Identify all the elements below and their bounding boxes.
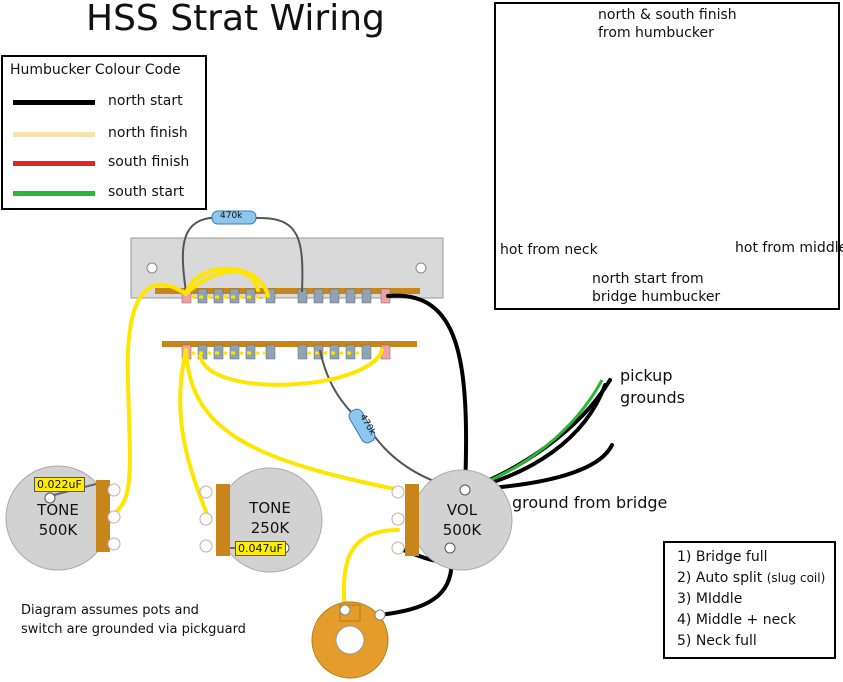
position-2-text: 2) Auto split [677,570,763,586]
inset-label-hot-neck: hot from neck [500,242,598,258]
ground-from-bridge-label: ground from bridge [512,493,668,512]
legend-swatch [13,191,95,196]
diagram-title: HSS Strat Wiring [86,0,385,39]
switch-positions-box: 1) Bridge full 2) Auto split (slug coil)… [663,541,836,659]
switch-mount-hole [146,262,158,274]
position-2-extra: (slug coil) [766,571,826,585]
position-1: 1) Bridge full [677,549,768,565]
switch-rail-bottom [162,341,417,347]
inset-label-finish: north & south finish from humbucker [598,7,737,41]
inset-label-north-start: north start from bridge humbucker [592,271,721,305]
switch-jumpers [191,295,362,355]
tone-pot-2-label: TONE 250K [238,498,302,538]
yellow-wires [110,266,402,612]
inset-box [494,2,840,310]
position-5: 5) Neck full [677,633,757,649]
legend-swatch [13,161,95,166]
ground-note: Diagram assumes pots and switch are grou… [21,603,246,637]
green-ground-wire [464,379,604,492]
legend-title: Humbucker Colour Code [10,62,181,78]
position-4-text: 4) Middle + neck [677,612,796,628]
capacitor-2-label: 0.047uF [235,541,286,556]
volume-pot-label: VOL 500K [432,500,492,540]
position-2: 2) Auto split (slug coil) [677,570,825,586]
legend-item-south-finish: south finish [13,153,203,175]
legend-swatch [13,100,95,105]
switch-mount-hole [415,262,427,274]
tone-pot-2-value: 250K [250,519,290,537]
position-4: 4) Middle + neck [677,612,796,628]
switch-rail-top [155,288,420,294]
resistor-diagonal [348,408,376,444]
legend-swatch [13,132,95,137]
pickup-grounds-label: pickup grounds [620,366,685,407]
resistor-top [211,210,257,225]
legend-label: south finish [108,154,190,170]
volume-pot [391,469,513,571]
resistor-wire-diagonal [319,349,463,491]
cap-solder-1 [44,492,56,504]
inset-label-hot-middle: hot from middle [735,240,843,256]
legend-label: south start [108,184,185,200]
position-1-text: 1) Bridge full [677,549,768,565]
legend-box: Humbucker Colour Code north start north … [1,55,207,210]
legend-label: north start [108,93,183,109]
legend-item-north-finish: north finish [13,124,203,146]
tone-pot-1-name: TONE [37,501,79,519]
legend-item-south-start: south start [13,183,203,205]
tone-pot-1-label: TONE 500K [28,500,88,540]
position-3: 3) MIddle [677,591,742,607]
resistor-top-label: 470k [220,211,243,221]
tone-pot-1 [5,465,121,571]
volume-pot-value: 500K [442,521,482,539]
volume-pot-name: VOL [446,501,478,519]
output-jack [311,601,389,679]
legend-label: north finish [108,125,188,141]
tone-pot-2-name: TONE [249,499,291,517]
capacitor-1-label: 0.022uF [34,477,85,492]
position-3-text: 3) MIddle [677,591,743,607]
tone-pot-1-value: 500K [38,521,78,539]
legend-item-north-start: north start [13,92,203,114]
position-5-text: 5) Neck full [677,633,757,649]
